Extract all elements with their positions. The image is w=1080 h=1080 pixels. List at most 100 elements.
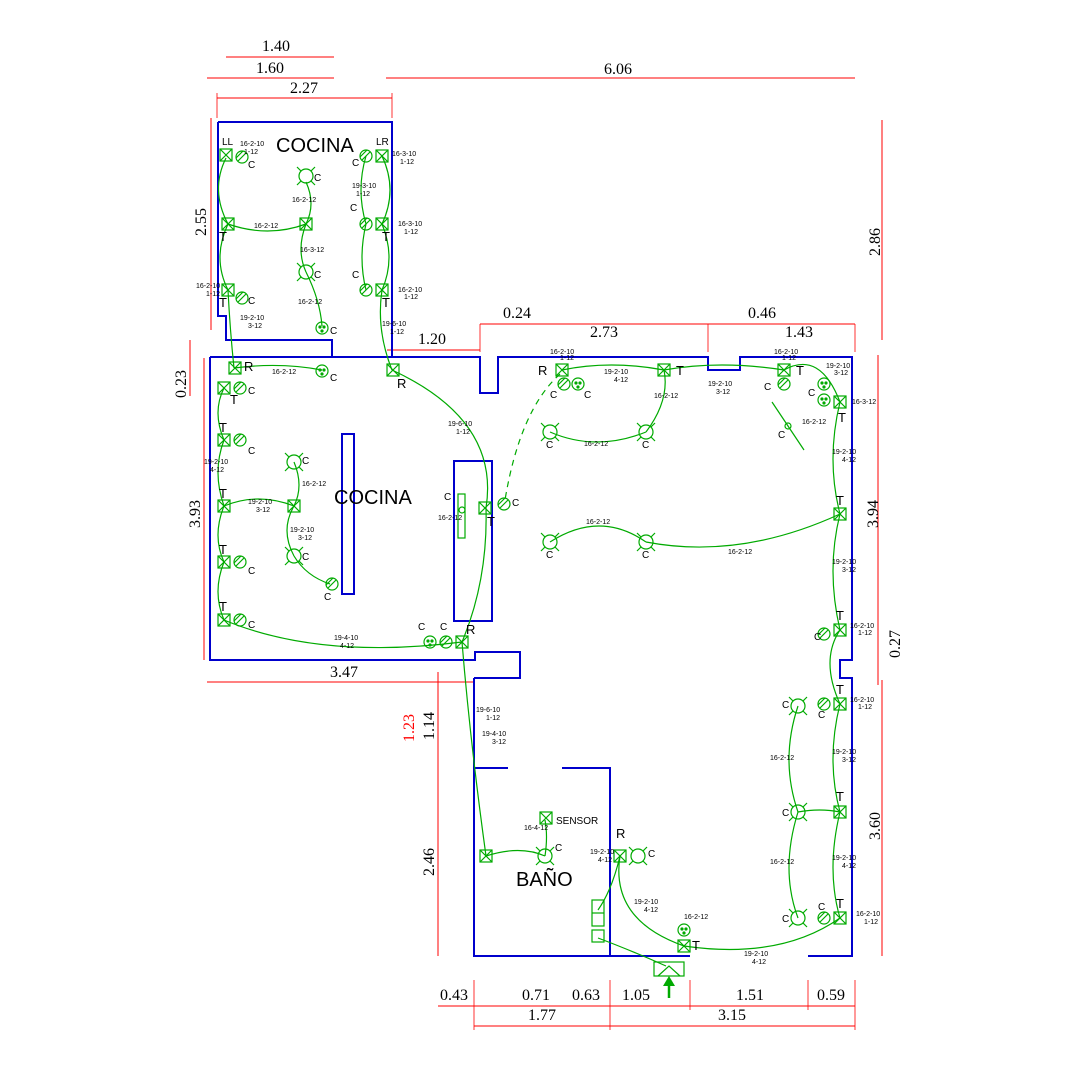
label-C2: C [512,498,519,509]
wire-label: 19-2-10 [290,527,314,534]
label-T: T [836,896,844,911]
dim-left-246: 2.46 [421,848,438,876]
label-C7: C [314,173,321,184]
wire-label: 19-2-10 [590,849,614,856]
room-label-kitchen-top: COCINA [276,135,354,157]
wire-label: 1-12 [782,355,796,362]
label-C7: C [330,373,337,384]
wire-label: 16-2-10 [398,287,422,294]
wire-label: 3-12 [248,323,262,330]
label-R: R [397,376,406,391]
dim-mid-143: 1.43 [785,324,813,341]
label-C3: C [782,914,789,925]
wire-label: 1-12 [400,159,414,166]
wire-label: 1-12 [560,355,574,362]
label-C4: C [782,700,789,711]
wire-label: 16-2-12 [438,515,462,522]
wire-label: 3-12 [256,507,270,514]
label-T: T [230,392,238,407]
wire-labels: 16-2-10 1-12 16-3-10 1-12 19-3-10 1-12 1… [196,141,880,966]
label-C7: C [418,622,425,633]
label-C6: C [248,160,255,171]
wire-label: 16-3-10 [392,151,416,158]
dim-bot-151: 1.51 [736,987,764,1004]
wire-label: 16-2-12 [584,441,608,448]
label-LL: LL [222,137,234,148]
dim-top-606: 6.06 [604,61,632,78]
wire-label: 1-12 [206,291,220,298]
label-T: T [219,229,227,244]
dim-left-255: 2.55 [193,208,210,236]
wire-label: 4-12 [340,643,354,650]
wire-label: 16-2-10 [850,623,874,630]
wire-label: 16-2-12 [770,755,794,762]
wire-label: 16-2-10 [856,911,880,918]
outlets [233,149,831,937]
dim-bot-071: 0.71 [522,987,550,1004]
wire-label: 1-12 [858,630,872,637]
label-C7: C [314,270,321,281]
label-T: T [836,493,844,508]
label-T: T [796,363,804,378]
wire-label: 16-2-10 [850,697,874,704]
label-T: T [836,608,844,623]
wire-label: 16-2-12 [802,419,826,426]
dim-right-394: 3.94 [865,500,882,528]
label-C5: C [248,620,255,631]
wire-label: 16-2-12 [654,393,678,400]
wire-label: 19-2-10 [204,459,228,466]
label-C7: C [302,552,309,563]
dimension-lines: 1.40 1.60 2.27 6.06 0.24 2.73 0.46 1.43 … [173,38,904,1030]
label-C3: C [584,390,591,401]
dim-top-160: 1.60 [256,60,284,77]
wire-label: 19-2-10 [248,499,272,506]
wire-label: 16-2-10 [240,141,264,148]
label-T: T [219,486,227,501]
dim-right-360: 3.60 [867,812,884,840]
wire-label: 19-2-10 [604,369,628,376]
wire-label: 1-12 [404,294,418,301]
dim-left-023: 0.23 [173,370,190,398]
wire-label: 1-12 [486,715,500,722]
label-T: T [836,789,844,804]
wire-label: 4-12 [842,863,856,870]
wire-label: 16-2-10 [774,349,798,356]
dim-mid-120: 1.20 [418,331,446,348]
wire-label: 16-3-12 [852,399,876,406]
wire-label: 16-2-12 [292,197,316,204]
dim-top-140: 1.40 [262,38,290,55]
label-C1: C [352,270,359,281]
label-T: T [487,514,495,529]
wire-label: 4-12 [614,377,628,384]
label-T: T [382,295,390,310]
wire-label: 16-2-12 [684,914,708,921]
label-C2: C [764,382,771,393]
label-C1: C [352,158,359,169]
symbol-letters: LL LR T T T T R R T T T T T T R R T T T … [219,137,846,953]
label-LR: LR [376,137,389,148]
wire-label: 16-2-12 [728,549,752,556]
wire-label: 19-6-10 [476,707,500,714]
wire-label: 19-2-10 [744,951,768,958]
dim-bot-059: 0.59 [817,987,845,1004]
wire-label: 19-2-10 [832,449,856,456]
wire-label: 19-3-10 [352,183,376,190]
label-C5: C [440,622,447,633]
label-T: T [219,420,227,435]
label-T: T [692,938,700,953]
wire-label: 16-2-12 [272,369,296,376]
dim-bot-315: 3.15 [718,1007,746,1024]
dim-left-123: 1.23 [401,714,418,742]
wire-label: 3-12 [716,389,730,396]
wire-label: 16-3-10 [398,221,422,228]
label-C7: C [330,326,337,337]
label-C3: C [782,808,789,819]
wire-label: 19-2-10 [832,855,856,862]
wire-label: 16-2-10 [196,283,220,290]
wire-label: 19-2-10 [708,381,732,388]
dim-bot-063: 0.63 [572,987,600,1004]
label-R: R [616,826,625,841]
wire-label: 1-12 [244,149,258,156]
label-C6: C [248,296,255,307]
